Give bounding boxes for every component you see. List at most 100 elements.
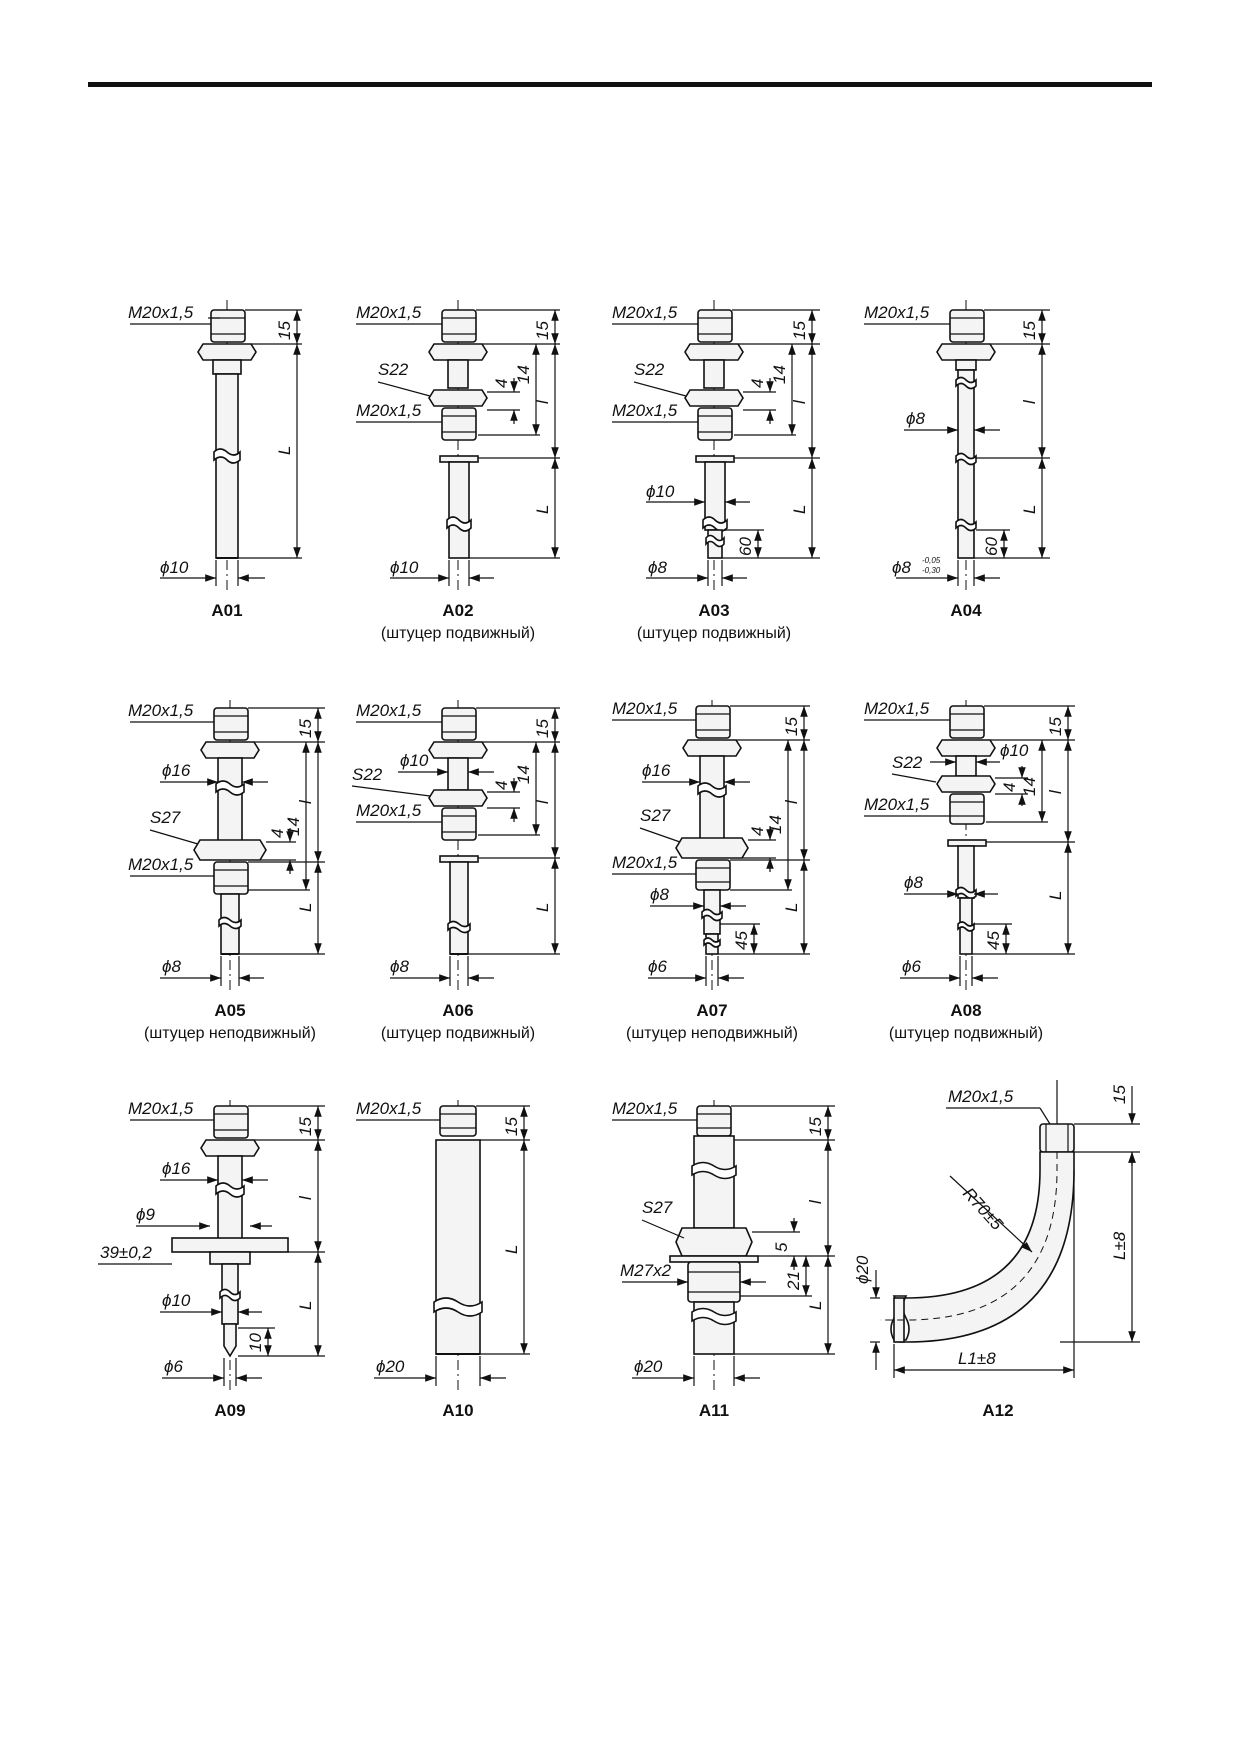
dim-4: 4	[492, 379, 511, 388]
item-code: A12	[982, 1401, 1013, 1420]
thread2-label: M20x1,5	[612, 401, 678, 420]
wrench-size-label: S27	[640, 806, 671, 825]
dim-15: 15	[790, 321, 809, 340]
dim-l: l	[296, 799, 315, 804]
item-code: A06	[442, 1001, 473, 1020]
dim-L1: L1±8	[958, 1349, 996, 1368]
wrench-size-label: S22	[352, 765, 383, 784]
probe-a01: M20x1,5 ϕ10 15 L A01	[128, 300, 302, 620]
dim-15: 15	[533, 321, 552, 340]
diameter2-label: ϕ8	[904, 873, 923, 892]
flange-label: 39±0,2	[100, 1243, 152, 1262]
item-code: A03	[698, 601, 729, 620]
item-code: A09	[214, 1401, 245, 1420]
dim-L: L	[1046, 891, 1065, 900]
item-code: A02	[442, 601, 473, 620]
diameter1-label: ϕ10	[1000, 741, 1029, 760]
thread-label: M20x1,5	[948, 1087, 1014, 1106]
thread-label: M20x1,5	[128, 701, 194, 720]
probe-a04: M20x1,5 ϕ8 ϕ8 -0,05 -0,30 15 l L 60 A04	[864, 300, 1050, 620]
item-note: (штуцер неподвижный)	[144, 1025, 316, 1042]
item-note: (штуцер неподвижный)	[626, 1025, 798, 1042]
diameter-label: ϕ8	[892, 558, 911, 577]
wrench-size-label: S27	[150, 808, 181, 827]
radius-label: R70±5	[959, 1184, 1007, 1234]
dim-L: L	[275, 446, 294, 455]
wrench-size-label: S27	[642, 1198, 673, 1217]
diameter-label: ϕ6	[164, 1357, 183, 1376]
header-rule	[88, 82, 1152, 87]
probe-a03: M20x1,5 S22 M20x1,5 ϕ10 ϕ8 15 4 14 l L 6…	[612, 300, 820, 642]
dim-L: L	[296, 1301, 315, 1310]
dim-l: l	[1046, 789, 1065, 794]
item-code: A08	[950, 1001, 981, 1020]
probe-a07: M20x1,5 ϕ16 S27 M20x1,5 ϕ8 ϕ6 15 4 14 l …	[612, 699, 810, 1042]
dim-14: 14	[766, 815, 785, 834]
diameter1-label: ϕ10	[646, 482, 675, 501]
diameter2-label: ϕ10	[162, 1291, 191, 1310]
diameter3-label: ϕ9	[136, 1205, 155, 1224]
thread-label: M20x1,5	[356, 1099, 422, 1118]
item-code: A10	[442, 1401, 473, 1420]
dim-L-tol: L±8	[1110, 1231, 1129, 1260]
item-note: (штуцер подвижный)	[381, 625, 535, 642]
dim-15: 15	[1110, 1085, 1129, 1104]
thread-label: M20x1,5	[612, 303, 678, 322]
thread-label: M20x1,5	[864, 699, 930, 718]
dim-15: 15	[806, 1117, 825, 1136]
dim-14: 14	[514, 365, 533, 384]
dim-L: L	[533, 505, 552, 514]
dim-l: l	[1020, 399, 1039, 404]
dim-15: 15	[1020, 321, 1039, 340]
dim-4: 4	[748, 827, 767, 836]
diameter-label: ϕ20	[634, 1357, 663, 1376]
dim-L: L	[806, 1301, 825, 1310]
wrench-size-label: S22	[634, 360, 665, 379]
diameter2-label: ϕ8	[650, 885, 669, 904]
dim-15: 15	[1046, 717, 1065, 736]
diameter-label: ϕ10	[160, 558, 189, 577]
diameter1-label: ϕ16	[162, 1159, 191, 1178]
diameter-label: ϕ8	[390, 957, 409, 976]
dim-14: 14	[284, 817, 303, 836]
dim-21: 21	[784, 1271, 803, 1291]
item-code: A04	[950, 601, 982, 620]
dim-15: 15	[296, 719, 315, 738]
thread-label: M20x1,5	[612, 1099, 678, 1118]
thread2-label: M20x1,5	[864, 795, 930, 814]
diameter-label: ϕ8	[162, 957, 181, 976]
item-code: A01	[211, 601, 242, 620]
thread2-label: M20x1,5	[356, 801, 422, 820]
diameter-label: ϕ20	[376, 1357, 405, 1376]
dim-L: L	[1020, 505, 1039, 514]
dim-15: 15	[533, 719, 552, 738]
wrench-size-label: S22	[892, 753, 923, 772]
dim-14: 14	[1020, 777, 1039, 796]
thread2-label: M20x1,5	[612, 853, 678, 872]
dim-l: l	[782, 799, 801, 804]
dim-15: 15	[296, 1117, 315, 1136]
probe-a09: M20x1,5 ϕ16 ϕ9 39±0,2 ϕ10 ϕ6 15 l L 10 A…	[98, 1099, 325, 1420]
thread-label: M20x1,5	[128, 303, 194, 322]
thread2-label: M20x1,5	[356, 401, 422, 420]
probe-a10: M20x1,5 ϕ20 15 L A10	[356, 1099, 530, 1420]
thread-label: M20x1,5	[864, 303, 930, 322]
dim-45: 45	[732, 931, 751, 950]
diameter-label: ϕ8	[648, 558, 667, 577]
diameter1-label: ϕ16	[642, 761, 671, 780]
dim-l: l	[296, 1195, 315, 1200]
dim-4: 4	[748, 379, 767, 388]
diameter-label: ϕ6	[648, 957, 667, 976]
probe-a11: M20x1,5 S27 M27x2 ϕ20 15 5 21 l L A11	[612, 1099, 835, 1420]
diameter-label: ϕ10	[390, 558, 419, 577]
wrench-size-label: S22	[378, 360, 409, 379]
dim-L: L	[782, 903, 801, 912]
dim-14: 14	[514, 765, 533, 784]
dim-4: 4	[492, 781, 511, 790]
dim-14: 14	[770, 365, 789, 384]
item-code: A07	[696, 1001, 727, 1020]
dim-5: 5	[772, 1242, 791, 1252]
dim-45: 45	[984, 931, 1003, 950]
thread-label: M20x1,5	[356, 701, 422, 720]
